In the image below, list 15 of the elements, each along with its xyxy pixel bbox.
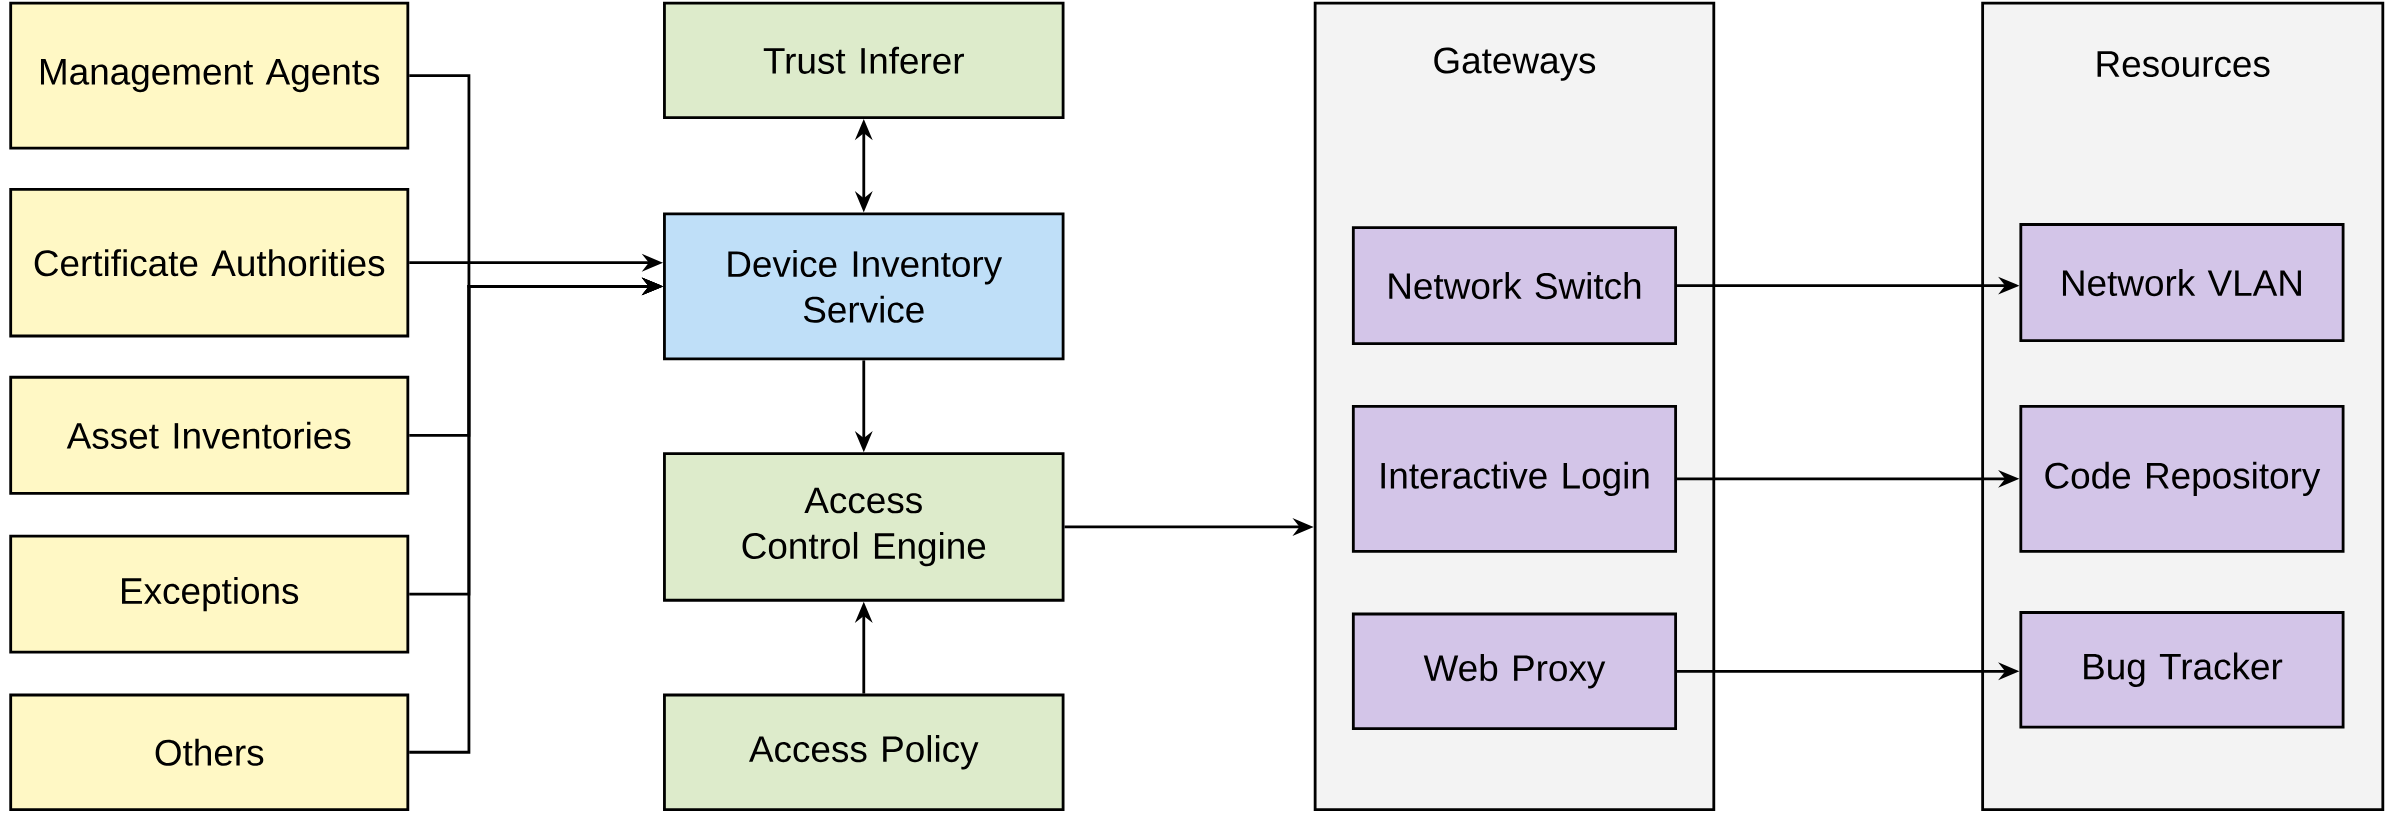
process-box: Certificate Authorities <box>9 188 410 338</box>
process-box: Asset Inventories <box>9 376 410 495</box>
process-box: Network Switch <box>1351 226 1677 346</box>
process-box: Network VLAN <box>2019 223 2345 343</box>
process-box: Device Inventory Service <box>663 212 1065 361</box>
process-box: Others <box>9 693 410 812</box>
process-box: Code Repository <box>2019 405 2345 553</box>
process-box: Access Control Engine <box>663 452 1065 602</box>
process-box: Access Policy <box>663 693 1065 812</box>
process-box: Interactive Login <box>1351 405 1677 553</box>
process-box: Bug Tracker <box>2019 611 2345 729</box>
process-box: Trust Inferer <box>663 1 1065 120</box>
process-box: Exceptions <box>9 534 410 654</box>
process-box: Management Agents <box>9 1 410 150</box>
process-box: Web Proxy <box>1351 612 1677 731</box>
